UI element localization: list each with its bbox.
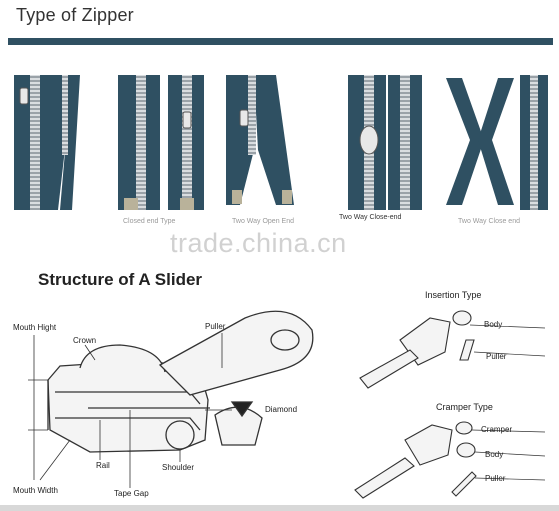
zipper-1 — [14, 75, 80, 210]
label-crown: Crown — [73, 336, 97, 345]
insertion-body-label: Body — [484, 320, 503, 329]
structure-title: Structure of A Slider — [38, 270, 203, 289]
zipper-type-label-2: Closed end Type — [123, 218, 176, 225]
insertion-type-title: Insertion Type — [425, 290, 482, 300]
cramper-type-title: Cramper Type — [436, 402, 493, 412]
cramper-body-label: Body — [485, 450, 504, 459]
label-mouth-width: Mouth Width — [13, 486, 58, 495]
watermark: trade.china.cn — [170, 228, 347, 258]
label-puller: Puller — [205, 322, 226, 331]
zipper-3 — [226, 75, 294, 205]
label-diamond: Diamond — [265, 405, 298, 414]
label-rail: Rail — [96, 461, 110, 470]
zipper-types-illustration — [14, 75, 548, 210]
label-tape-gap: Tape Gap — [114, 489, 149, 498]
label-shoulder: Shoulder — [162, 463, 195, 472]
zipper-type-label-4: Two Way Close-end — [339, 214, 402, 221]
insertion-puller-label: Puller — [486, 352, 507, 361]
zipper-4 — [348, 75, 422, 210]
title-divider — [8, 38, 553, 45]
page-title: Type of Zipper — [16, 5, 134, 25]
zipper-2 — [118, 75, 204, 210]
cramper-label: Cramper — [481, 425, 513, 434]
cramper-puller-label: Puller — [485, 474, 506, 483]
bottom-strip — [0, 505, 559, 511]
zipper-type-label-5: Two Way Close end — [458, 218, 520, 225]
zipper-type-label-3: Two Way Open End — [232, 218, 294, 225]
label-mouth-hight: Mouth Hight — [13, 323, 57, 332]
zipper-5 — [446, 75, 548, 210]
